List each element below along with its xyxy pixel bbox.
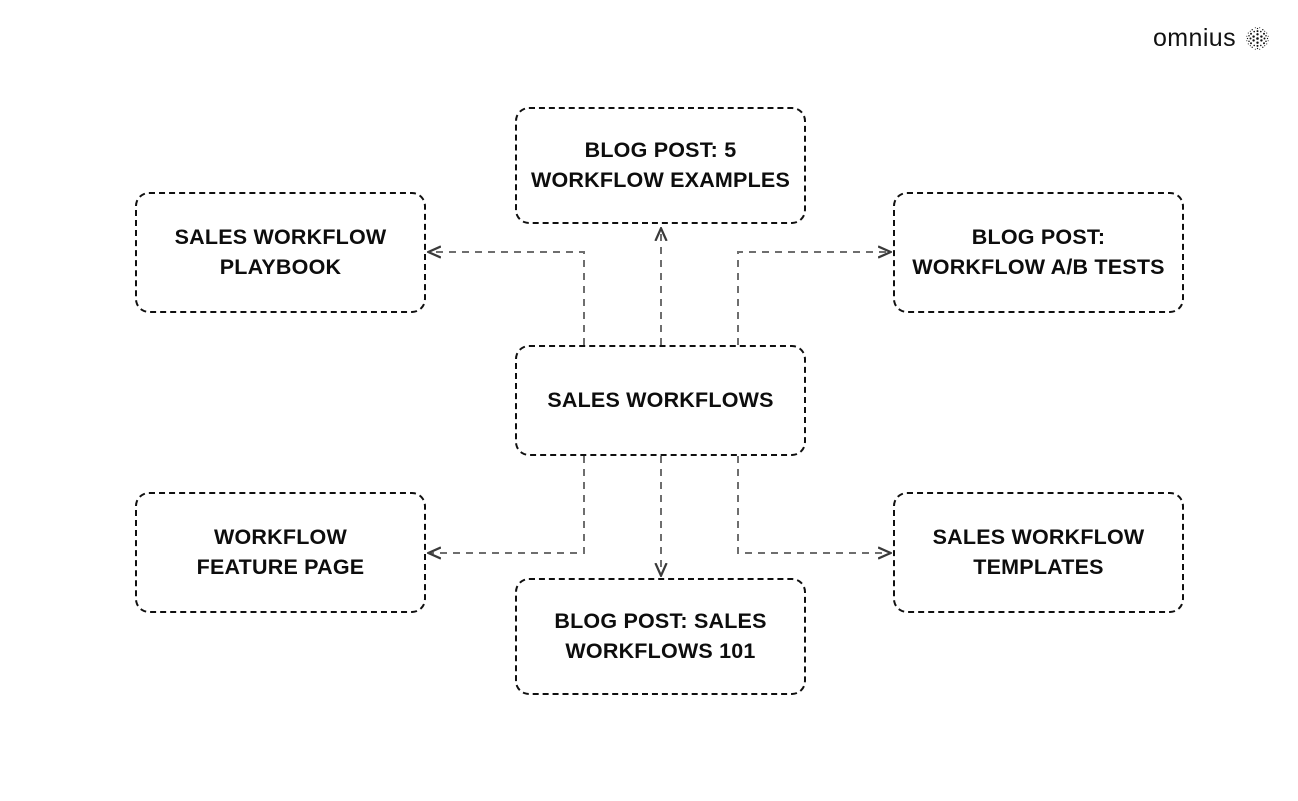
node-sales-workflow-templates[interactable]: SALES WORKFLOW TEMPLATES [893,492,1184,613]
node-workflow-feature-page[interactable]: WORKFLOW FEATURE PAGE [135,492,426,613]
node-blog-post-sales-workflows-101[interactable]: BLOG POST: SALES WORKFLOWS 101 [515,578,806,695]
node-label: BLOG POST: 5 WORKFLOW EXAMPLES [531,138,790,192]
edge-hub-to-sales-workflow-templates [737,456,890,553]
node-label: BLOG POST: SALES WORKFLOWS 101 [554,609,767,663]
node-label: SALES WORKFLOWS [547,387,774,412]
node-sales-workflow-playbook[interactable]: SALES WORKFLOW PLAYBOOK [135,192,426,313]
node-sales-workflows-hub[interactable]: SALES WORKFLOWS [515,345,806,456]
edge-hub-to-workflow-feature-page [429,456,585,553]
node-blog-post-workflow-ab-tests[interactable]: BLOG POST: WORKFLOW A/B TESTS [893,192,1184,313]
node-label: WORKFLOW FEATURE PAGE [196,525,365,579]
brand-logo: omnius [1153,26,1270,51]
node-blog-post-5-workflow-examples[interactable]: BLOG POST: 5 WORKFLOW EXAMPLES [515,107,806,224]
dotted-circle-icon [1246,27,1269,50]
node-label: SALES WORKFLOW TEMPLATES [932,525,1145,579]
node-label: SALES WORKFLOW PLAYBOOK [174,225,387,279]
node-label: BLOG POST: WORKFLOW A/B TESTS [912,225,1165,279]
brand-wordmark: omnius [1153,24,1236,52]
edge-hub-to-sales-workflow-playbook [429,252,585,345]
edge-hub-to-blog-post-workflow-ab-tests [737,252,890,345]
